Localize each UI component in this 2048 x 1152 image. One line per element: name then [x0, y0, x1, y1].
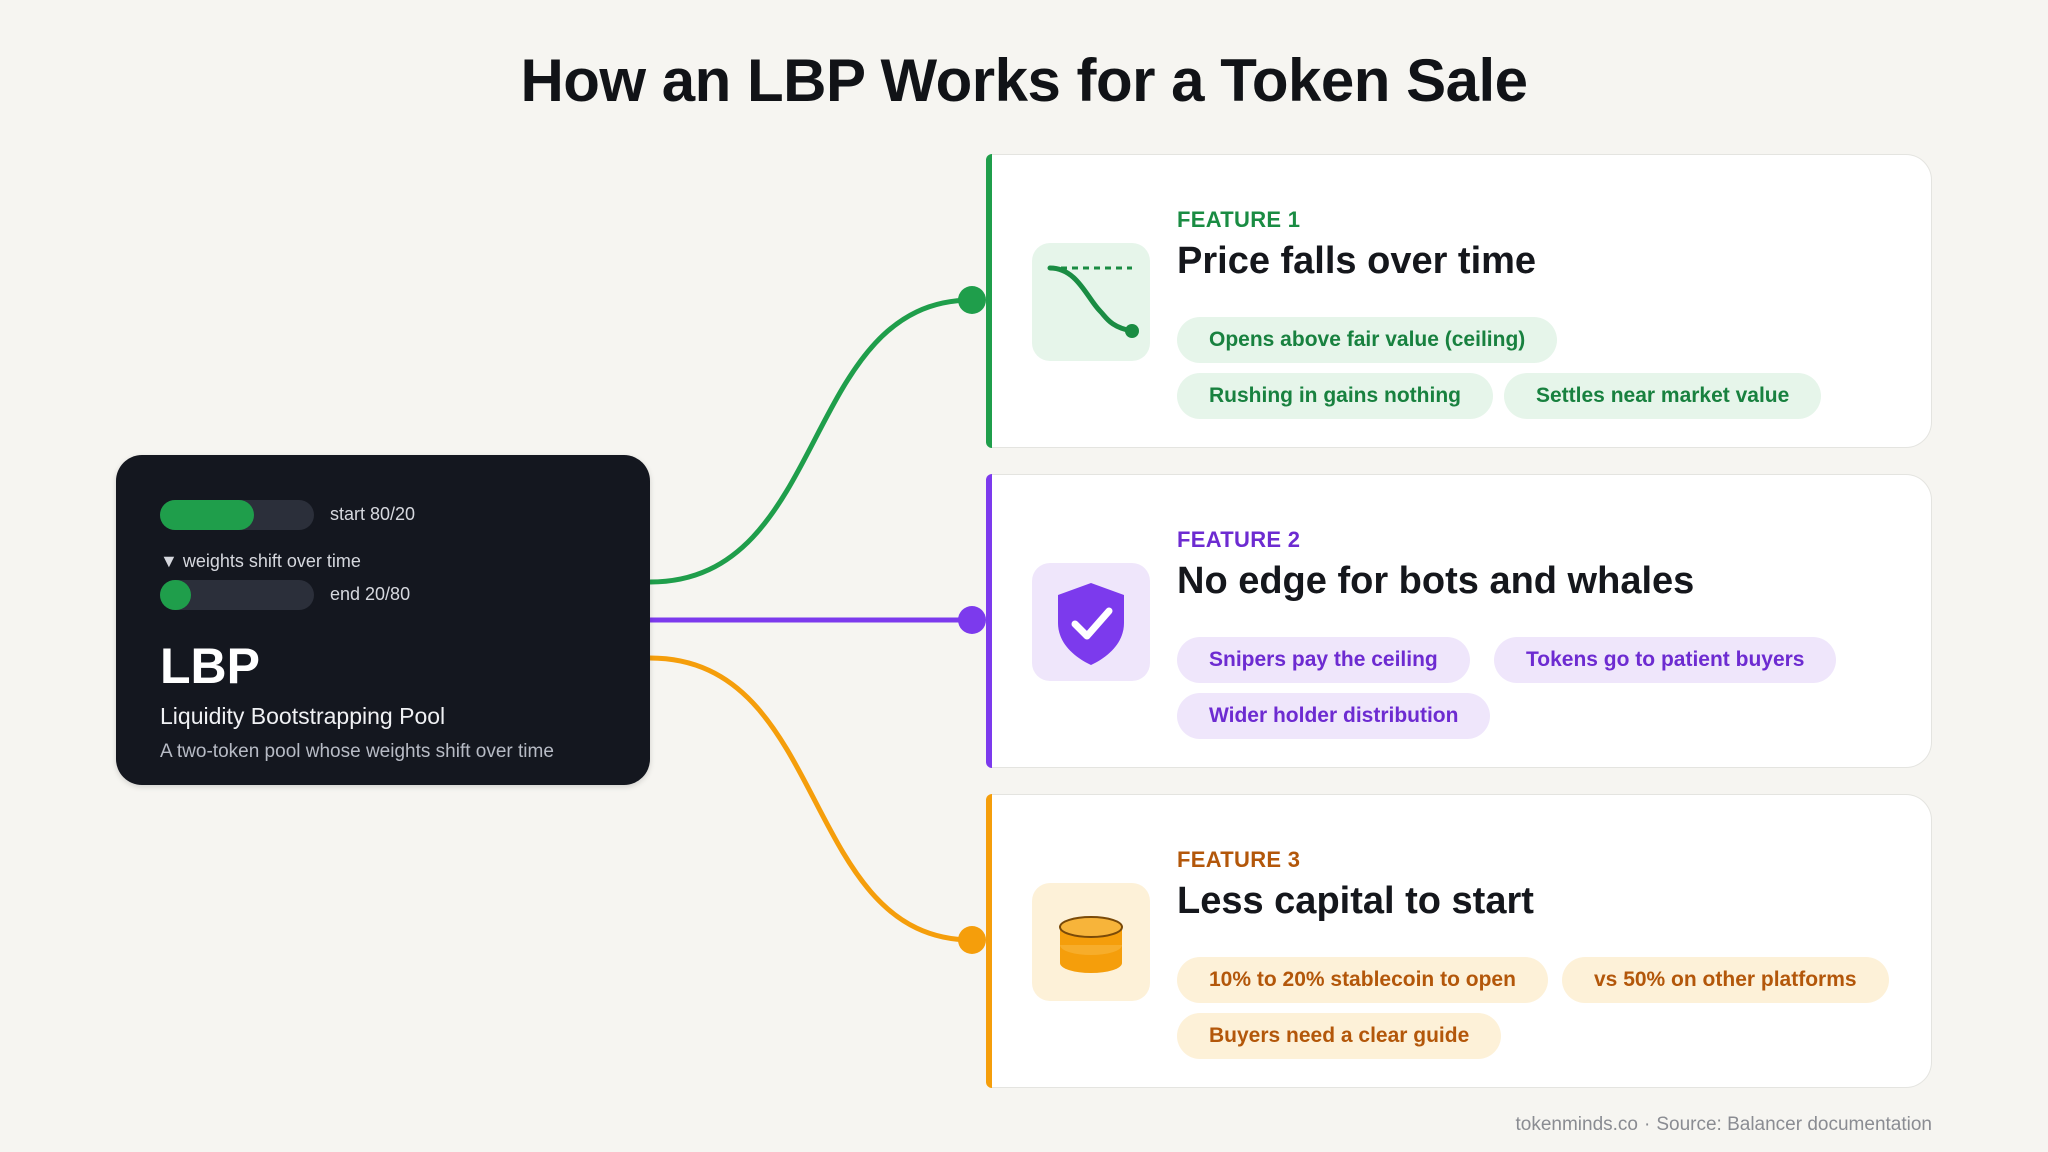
feature-1-title: Price falls over time [1177, 240, 1537, 282]
feature-2-chip: Tokens go to patient buyers [1494, 637, 1837, 683]
feature-2-chip: Snipers pay the ceiling [1177, 637, 1470, 683]
footer-credit: tokenminds.co ·Source: Balancer documenta… [1515, 1114, 1932, 1136]
lbp-description: A two-token pool whose weights shift ove… [160, 741, 554, 762]
feature-3-chip: vs 50% on other platforms [1562, 957, 1889, 1003]
price-decline-chart-icon [1032, 243, 1150, 361]
feature-2-title: No edge for bots and whales [1177, 560, 1695, 602]
end-weight-fill [160, 580, 191, 610]
end-weight-label: end 20/80 [330, 584, 411, 604]
connector-feature-3 [649, 655, 973, 943]
coin-stack-icon [1032, 883, 1150, 1001]
footer-separator: · [1644, 1114, 1651, 1135]
lbp-name: LBP [160, 638, 260, 694]
lbp-full-name: Liquidity Bootstrapping Pool [160, 703, 446, 729]
connector-dot-3 [958, 926, 986, 954]
feature-card-1: FEATURE 1 Price falls over time Opens ab… [992, 154, 1932, 448]
feature-3-chip: Buyers need a clear guide [1177, 1013, 1502, 1059]
feature-1-chip: Settles near market value [1504, 373, 1822, 419]
feature-2-label: FEATURE 2 [1177, 527, 1301, 552]
feature-1-chip: Rushing in gains nothing [1177, 373, 1493, 419]
feature-card-2: FEATURE 2 No edge for bots and whales Sn… [992, 474, 1932, 768]
lbp-card: start 80/20 ▼ weights shift over time en… [116, 455, 650, 785]
feature-2-chip: Wider holder distribution [1177, 693, 1491, 739]
feature-1-label: FEATURE 1 [1177, 207, 1301, 232]
connector-dot-1 [958, 286, 986, 314]
feature-3-label: FEATURE 3 [1177, 847, 1301, 872]
page-title: How an LBP Works for a Token Sale [520, 47, 1528, 114]
start-weight-label: start 80/20 [330, 504, 416, 524]
feature-3-title: Less capital to start [1177, 880, 1534, 922]
feature-3-chip: 10% to 20% stablecoin to open [1177, 957, 1548, 1003]
footer-site: tokenminds.co [1515, 1114, 1638, 1135]
feature-card-3: FEATURE 3 Less capital to start 10% to 2… [992, 794, 1932, 1088]
shield-check-icon [1032, 563, 1150, 681]
weight-shift-label: ▼ weights shift over time [160, 551, 361, 571]
start-weight-bar [160, 500, 314, 530]
connector-feature-1 [649, 297, 973, 585]
end-weight-bar [160, 580, 314, 610]
feature-1-chip: Opens above fair value (ceiling) [1177, 317, 1558, 363]
connector-dot-2 [958, 606, 986, 634]
start-weight-fill [160, 500, 254, 530]
footer-source: Source: Balancer documentation [1656, 1114, 1932, 1135]
